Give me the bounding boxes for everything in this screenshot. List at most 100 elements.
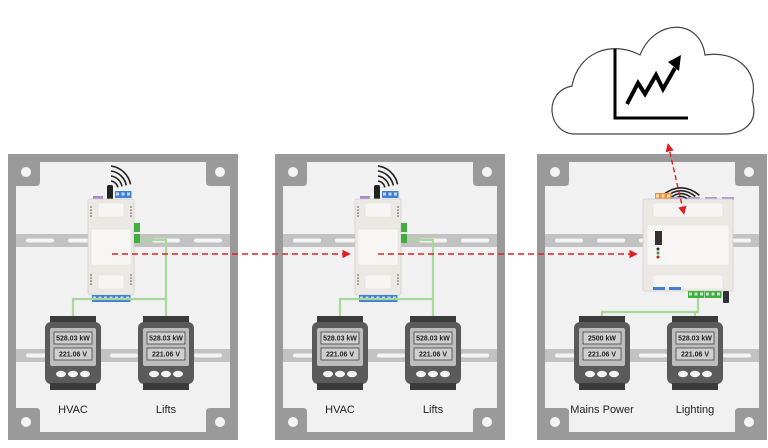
port-label xyxy=(653,287,665,290)
port-label xyxy=(669,287,681,290)
port-label xyxy=(93,196,103,199)
power-readout: 528.03 kW xyxy=(56,336,90,343)
wifi-signal-icon xyxy=(110,165,132,188)
port-label xyxy=(360,196,370,199)
top-terminal-block xyxy=(382,191,399,198)
energy-meter: 528.03 kW 221.06 V xyxy=(138,316,194,390)
power-readout: 528.03 kW xyxy=(416,336,450,343)
status-led xyxy=(656,255,660,259)
voltage-readout: 221.06 V xyxy=(588,352,616,359)
side-terminal-b xyxy=(134,234,140,243)
meter-button xyxy=(690,370,700,378)
meter-bottom-clip xyxy=(672,383,718,390)
meter-button xyxy=(68,370,78,378)
meter-bottom-clip xyxy=(317,383,363,390)
voltage-readout-box xyxy=(413,347,453,361)
usb-port-icon xyxy=(655,231,662,245)
mounting-hole xyxy=(744,167,754,177)
power-readout-box xyxy=(413,331,453,345)
meter-bottom-clip xyxy=(50,383,96,390)
modbus-wiring xyxy=(71,238,168,316)
chart-trend-up-icon xyxy=(613,49,688,120)
wifi-signal-icon xyxy=(377,165,399,188)
meter-top-clip xyxy=(410,316,456,323)
modbus-wiring xyxy=(600,298,700,316)
energy-meter: 2500 kW 221.06 V xyxy=(574,316,630,390)
voltage-readout: 221.06 V xyxy=(681,352,709,359)
cloud xyxy=(551,26,755,135)
front-face xyxy=(90,228,132,266)
rs485-terminal-a xyxy=(688,291,705,298)
bottom-window xyxy=(97,274,125,290)
meter-label: HVAC xyxy=(58,404,88,416)
meter-button xyxy=(416,370,426,378)
enclosure-panel-1: 528.03 kW 221.06 V 528.03 kW 221.06 V HVAC Li… xyxy=(8,154,238,440)
meter-top-clip xyxy=(317,316,363,323)
power-readout: 528.03 kW xyxy=(149,336,183,343)
voltage-readout-box xyxy=(53,347,93,361)
side-terminal-b xyxy=(401,234,407,243)
meter-label: Lifts xyxy=(423,404,444,416)
enclosure-panel-3: 2500 kW 221.06 V 528.03 kW 221.06 V Mains Po… xyxy=(537,154,767,440)
status-led xyxy=(656,251,660,255)
side-terminal-a xyxy=(134,223,140,232)
energy-meter: 528.03 kW 221.06 V xyxy=(405,316,461,390)
power-readout: 528.03 kW xyxy=(323,336,357,343)
meter-top-clip xyxy=(672,316,718,323)
internet-gateway xyxy=(642,193,734,303)
meter-button xyxy=(609,370,619,378)
port-label xyxy=(705,197,717,200)
mounting-hole xyxy=(21,417,31,427)
front-face xyxy=(357,228,399,266)
meter-button xyxy=(56,370,66,378)
mounting-hole xyxy=(288,167,298,177)
top-window xyxy=(97,202,125,218)
meter-bottom-clip xyxy=(579,383,625,390)
bottom-window xyxy=(652,274,724,290)
meter-button xyxy=(585,370,595,378)
meter-bottom-clip xyxy=(410,383,456,390)
voltage-readout: 221.06 V xyxy=(152,352,180,359)
data-links xyxy=(112,143,687,259)
power-readout-box xyxy=(320,331,360,345)
voltage-readout-box xyxy=(146,347,186,361)
top-window xyxy=(652,202,724,218)
energy-meter: 528.03 kW 221.06 V xyxy=(45,316,101,390)
power-readout-box xyxy=(146,331,186,345)
mounting-hole xyxy=(550,167,560,177)
data-link-gateway-to-cloud xyxy=(665,143,687,215)
power-readout-box xyxy=(53,331,93,345)
antenna xyxy=(107,185,113,201)
power-readout: 528.03 kW xyxy=(678,336,712,343)
power-readout: 2500 kW xyxy=(588,336,616,343)
mounting-hole xyxy=(288,417,298,427)
power-readout-box xyxy=(675,331,715,345)
side-terminal-a xyxy=(401,223,407,232)
port-label xyxy=(688,197,700,200)
voltage-readout: 221.06 V xyxy=(419,352,447,359)
mounting-hole xyxy=(744,417,754,427)
port-label xyxy=(722,197,734,200)
meter-button xyxy=(428,370,438,378)
meter-button xyxy=(161,370,171,378)
top-window xyxy=(364,202,392,218)
mounting-hole xyxy=(215,167,225,177)
mounting-hole xyxy=(21,167,31,177)
voltage-readout-box xyxy=(320,347,360,361)
voltage-readout: 221.06 V xyxy=(59,352,87,359)
meter-top-clip xyxy=(143,316,189,323)
mounting-hole xyxy=(215,417,225,427)
meter-label: HVAC xyxy=(325,404,355,416)
meter-bottom-clip xyxy=(143,383,189,390)
meter-label: Mains Power xyxy=(570,404,634,416)
meter-button xyxy=(173,370,183,378)
wireless-node-gateway xyxy=(354,185,407,302)
meter-button xyxy=(597,370,607,378)
meter-label: Lifts xyxy=(156,404,177,416)
meter-top-clip xyxy=(579,316,625,323)
antenna xyxy=(374,185,380,201)
voltage-readout-box xyxy=(675,347,715,361)
status-led xyxy=(656,247,660,251)
